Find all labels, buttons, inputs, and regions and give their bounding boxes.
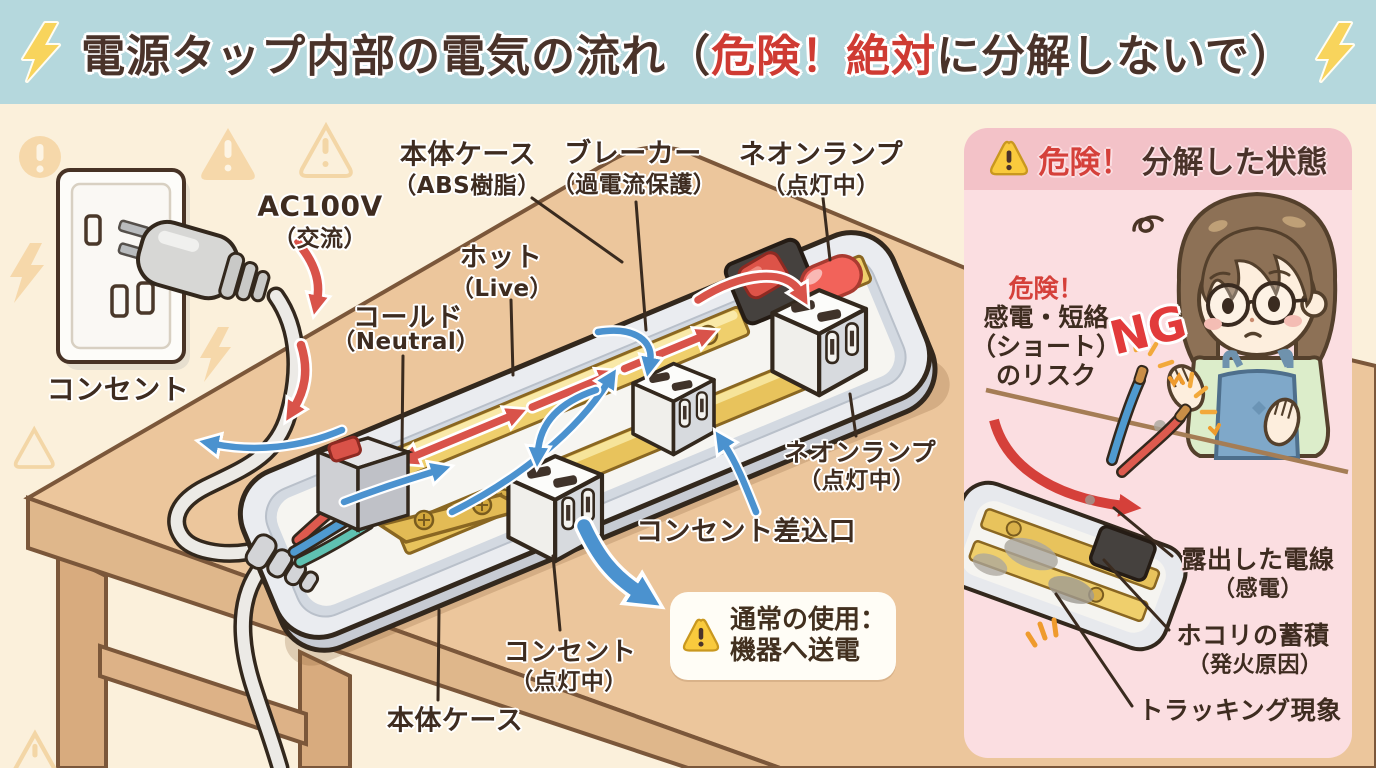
dust-icon [1048,575,1095,604]
decor-warnings [10,121,353,768]
label-cold-1: コールド [353,302,463,334]
disassembled-strip [964,480,1188,652]
label-neon-right-2: （点灯中） [798,468,916,494]
red-flow-arrows [283,236,811,426]
callout-line2: 機器へ送電 [729,636,860,666]
girl-hand [1263,397,1301,447]
title-danger-text: 危険！絶対 [711,31,937,82]
label-breaker-2: （過電流保護） [551,172,717,198]
dust-icon [972,553,1008,576]
label-inlet: コンセント差込口 [636,516,856,548]
warning-triangle-outline-icon [299,121,353,178]
label-tracking: トラッキング現象 [1138,696,1342,725]
label-case-bottom: 本体ケース [386,705,524,737]
warning-triangle-icon [201,128,255,180]
warning-triangle-icon [989,140,1028,176]
label-dust-2: （発火原因） [1187,653,1323,678]
outlet-cube-right [770,288,869,398]
leader-lines [400,196,858,702]
danger-panel: 危険！分解した状態 [964,128,1352,758]
label-breaker-1: ブレーカー [564,138,702,170]
label-exposed-1: 露出した電線 [1181,545,1335,574]
label-neon-top-1: ネオンランプ [738,139,904,171]
callout-line1: 通常の使用： [729,604,886,635]
girl-eyebrows [1209,269,1291,280]
socket-slot [136,281,155,315]
callout-text: 通常の使用： 機器へ送電 [730,605,886,667]
lightning-icon [200,327,231,382]
label-dust-1: ホコリの蓄積 [1176,621,1330,650]
outlet-cube-left [506,454,605,564]
label-ac-voltage: AC100V [257,189,383,223]
label-outlet-lit-2: （点灯中） [510,669,628,695]
label-hot-2: （Live） [450,276,554,302]
wall-outlet [56,168,190,370]
warning-triangle-outline-icon [13,425,55,469]
title-bar: 電源タップ内部の電気の流れ（危険！絶対に分解しないで） [0,0,1376,104]
label-cold-2: （Neutral） [332,329,480,355]
label-outlet-lit-1: コンセント [503,637,637,668]
label-neon-top-2: （点灯中） [762,173,880,199]
warning-triangle-outline-icon [13,729,57,768]
lightning-icon [10,243,44,303]
title-text: 電源タップ内部の電気の流れ（ [81,31,712,82]
socket-slot [84,214,102,246]
warning-triangle-icon [682,618,720,652]
power-plug [117,219,271,303]
risk-line4: のリスク [995,361,1097,390]
page-title: 電源タップ内部の電気の流れ（危険！絶対に分解しないで） [81,20,1295,84]
label-case-top-1: 本体ケース [399,139,537,171]
risk-line3: （ショート） [970,332,1122,361]
spark-icon [1168,372,1221,437]
power-cord [167,286,306,768]
lightning-bolt-icon [21,21,62,83]
spark-icon [1131,335,1218,415]
blue-flow-arrows [193,325,762,610]
bare-copper-tip [1133,364,1149,386]
label-wall-outlet: コンセント [46,373,190,406]
label-exposed-2: （感電） [1212,577,1304,602]
socket-slot [110,284,129,318]
tracking-spark-icon [1025,617,1059,648]
label-ac-type: （交流） [273,226,367,252]
table-front-edge [26,495,781,768]
lightning-bolt-icon [1314,21,1355,83]
panel-leader-lines [1054,506,1174,708]
label-neon-right-1: ネオンランプ [783,438,937,467]
exposed-wires [1106,364,1192,478]
title-text-suffix: に分解しないで） [936,31,1295,82]
danger-arrow [989,418,1142,517]
dust-icon [1085,495,1095,505]
wire-connector [327,435,362,463]
girl-frown [1244,331,1262,338]
normal-use-callout: 通常の使用： 機器へ送電 [670,592,896,680]
label-hot-1: ホット [459,242,543,274]
risk-text: 危険！ 感電・短絡 （ショート） のリスク [971,274,1121,390]
panel-header-title: 分解した状態 [1141,144,1328,181]
danger-panel-header: 危険！分解した状態 [964,128,1352,190]
label-case-top-2: （ABS樹脂） [393,173,541,199]
dust-icon [1004,537,1058,571]
risk-line1: 危険！ [1008,274,1084,303]
danger-panel-illustration [964,191,1349,708]
panel-header-danger: 危険！ [1038,144,1132,181]
risk-line2: 感電・短絡 [983,303,1109,332]
bare-copper-tip [1174,403,1192,423]
frustration-scribble-icon [1132,215,1164,233]
cord-strain-relief [244,533,320,593]
